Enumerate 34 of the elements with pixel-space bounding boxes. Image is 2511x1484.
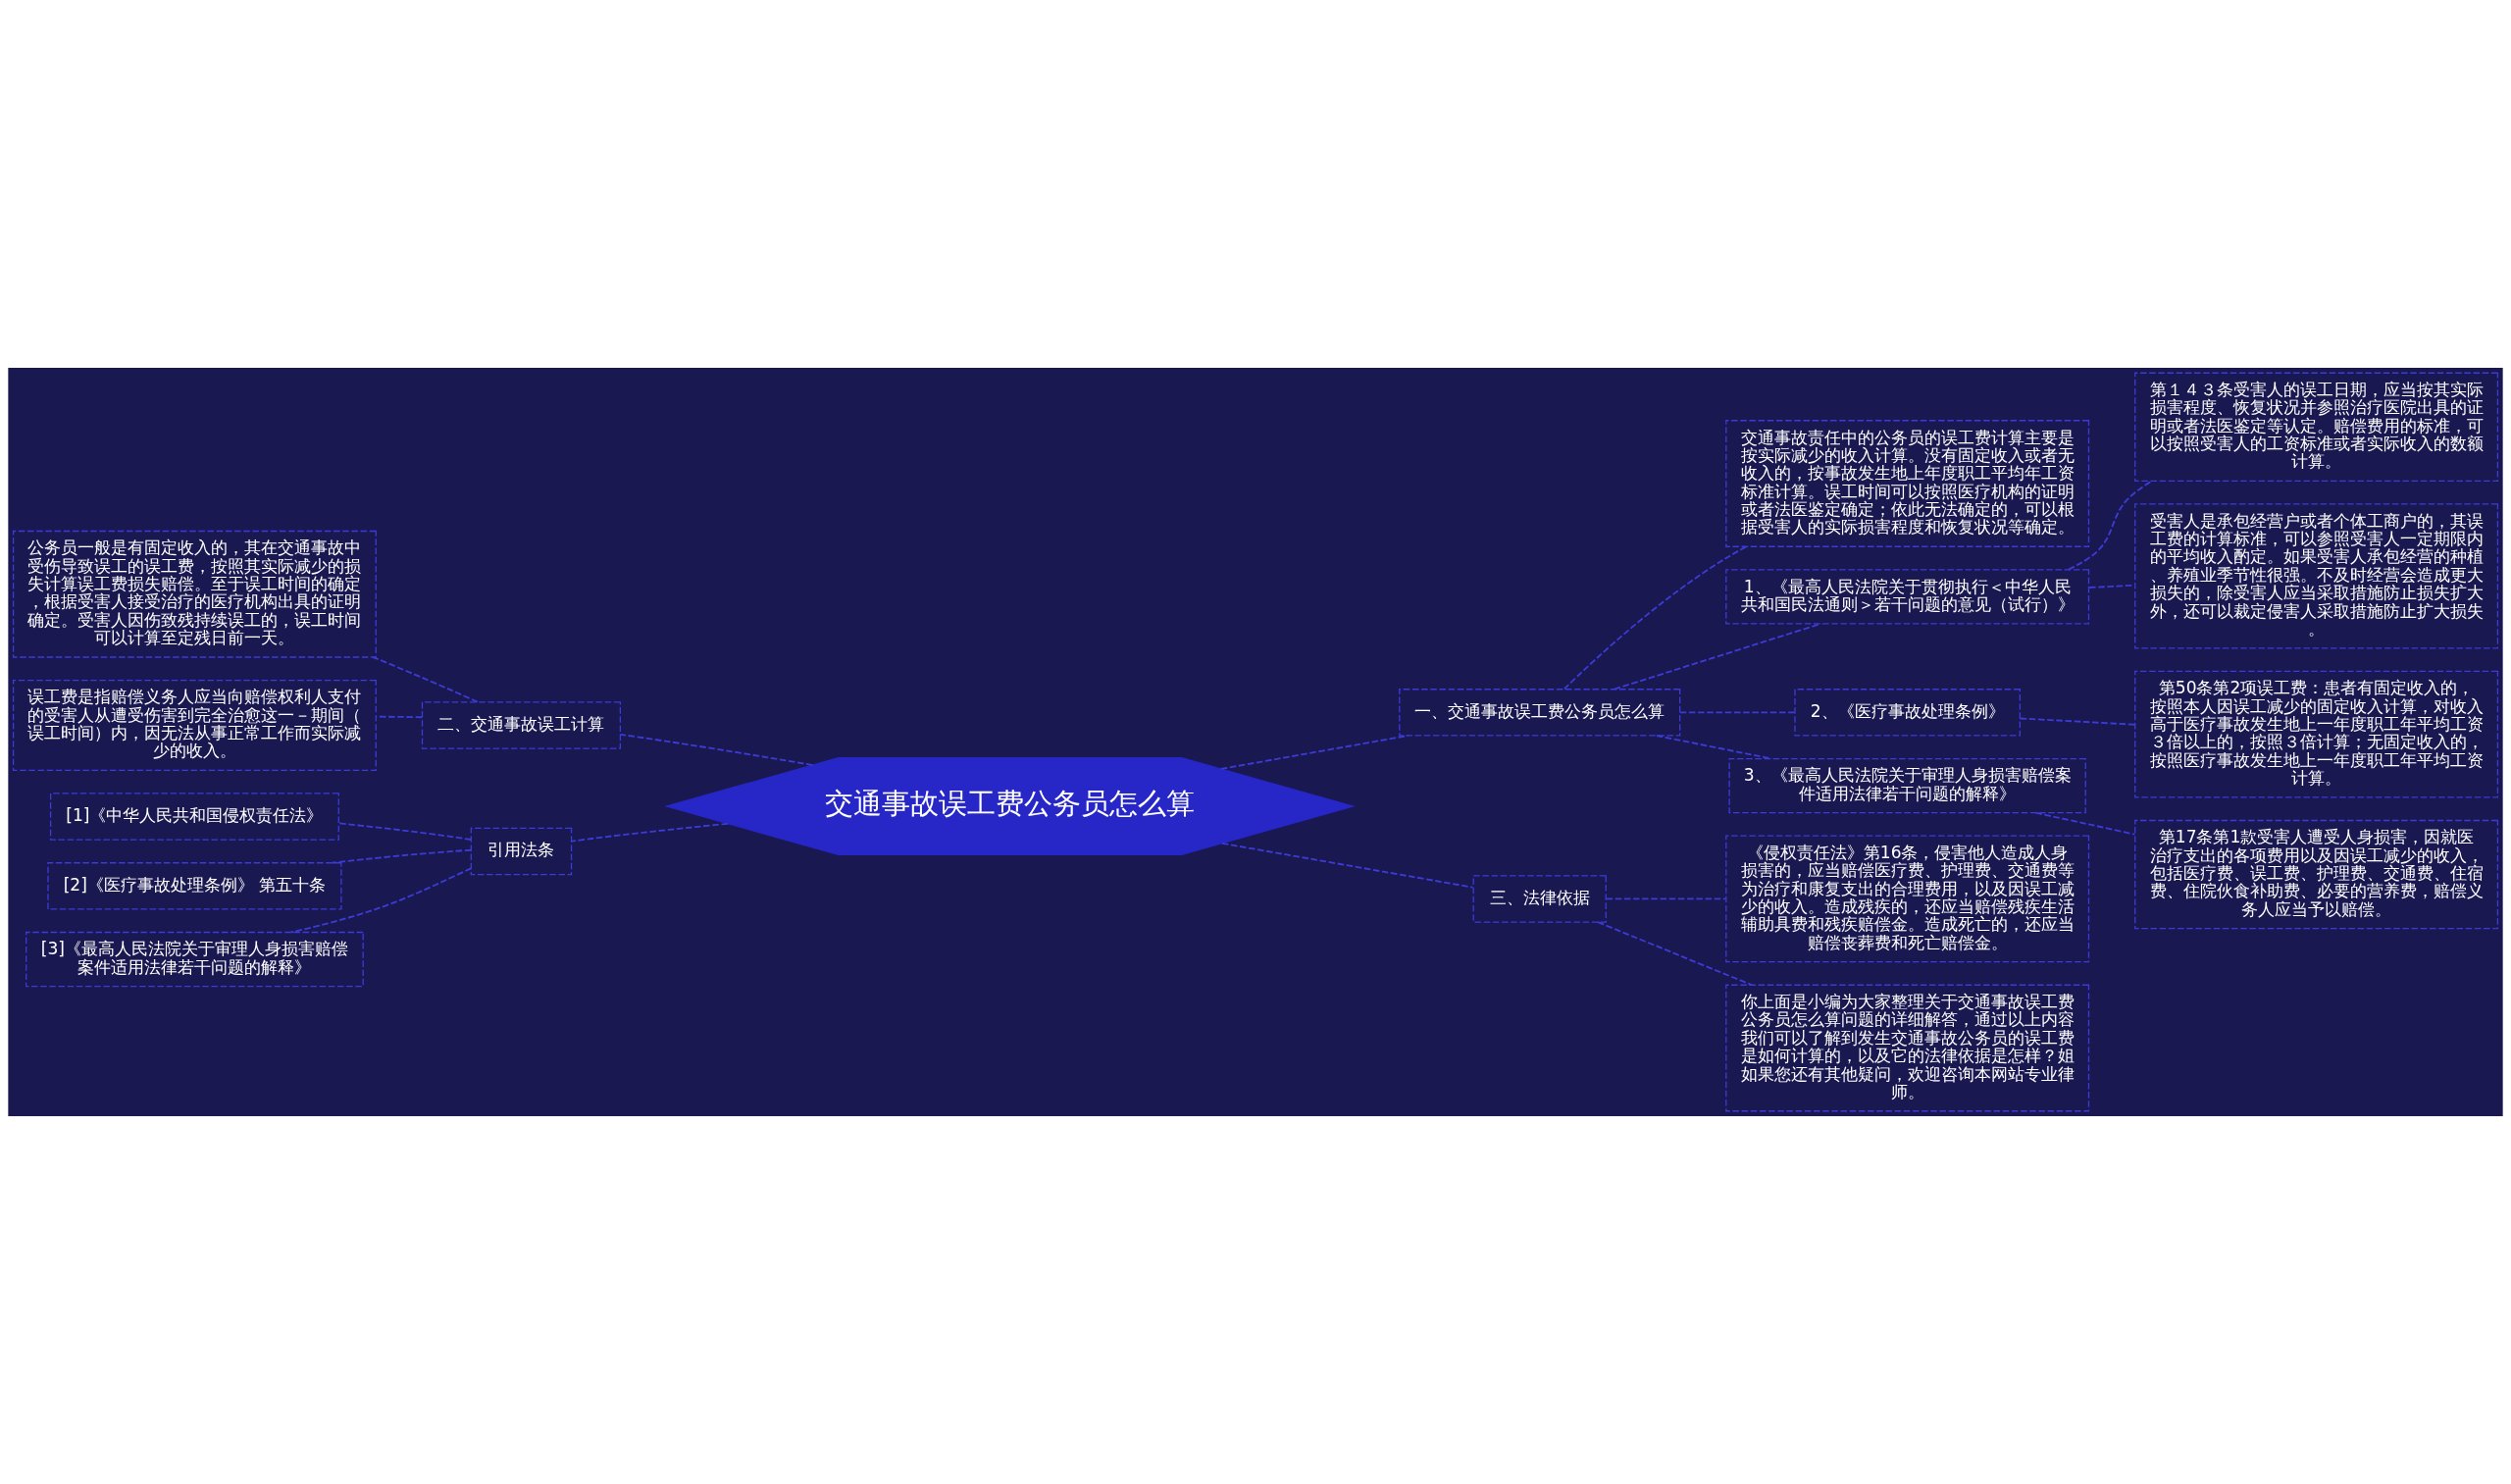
node-box: 《侵权责任法》第16条，侵害他人造成人身损害的，应当赔偿医疗费、护理费、交通费等为治疗和康复支出的合理费用，以及因误工减少的收入。造成残疾的，还应当赔偿残疾生活辅助具费和残疾赔偿金。造成死亡的，还应当赔偿丧葬费和死亡赔偿金。	[1725, 835, 2090, 963]
node-box: 交通事故责任中的公务员的误工费计算主要是按实际减少的收入计算。没有固定收入或者无收入的，按事故发生地上年度职工平均年工资标准计算。误工时间可以按照医疗机构的证明或者法医鉴定确定；依此无法确定的，可以根据受害人的实际损害程度和恢复状况等确定。	[1725, 420, 2090, 547]
connector	[1678, 711, 1796, 714]
node-box: [3]《最高人民法院关于审理人身损害赔偿案件适用法律若干问题的解释》	[26, 931, 364, 988]
node-box: 第１４３条受害人的误工日期，应当按其实际损害程度、恢复状况并参照治疗医院出具的证明或者法医鉴定等认定。赔偿费用的标准，可以按照受害人的工资标准或者实际收入的数额计算。	[2134, 372, 2499, 483]
connector	[375, 715, 423, 719]
connector	[2068, 480, 2153, 571]
connector	[1563, 545, 1748, 691]
connector	[571, 822, 729, 843]
connector	[372, 656, 479, 703]
connector	[1221, 842, 1474, 889]
node-box: 引用法条	[470, 827, 573, 876]
node-box: 一、交通事故误工费公务员怎么算	[1399, 689, 1681, 737]
node-box: 你上面是小编为大家整理关于交通事故误工费公务员怎么算问题的详细解答，通过以上内容我们可以了解到发生交通事故公务员的误工费是如何计算的，以及它的法律依据是怎样？姐如果您还有其他疑问，欢迎咨询本网站专业律师。	[1725, 984, 2090, 1112]
node-box: 二、交通事故误工计算	[421, 701, 622, 749]
connector	[1219, 735, 1409, 770]
connector	[2019, 717, 2136, 726]
connector	[331, 848, 473, 864]
node-box: [2]《医疗事故处理条例》 第五十条	[47, 862, 342, 910]
node-box: [1]《中华人民共和国侵权责任法》	[49, 793, 339, 841]
node-box: 1、《最高人民法院关于贯彻执行＜中华人民共和国民法通则＞若干问题的意见（试行）》	[1725, 569, 2090, 625]
connector	[1605, 897, 1727, 900]
node-box: 受害人是承包经营户或者个体工商户的，其误工费的计算标准，可以参照受害人一定期限内的平均收入酌定。如果受害人承包经营的种植、养殖业季节性很强。不及时经营会造成更大损失的，除受害人应当采取措施防止损失扩大外，还可以裁定侵害人采取措施防止扩大损失。	[2134, 503, 2499, 649]
connector	[337, 822, 473, 841]
node-box: 三、法律依据	[1472, 875, 1607, 923]
node-box: 2、《医疗事故处理条例》	[1794, 689, 2022, 737]
node-box: 公务员一般是有固定收入的，其在交通事故中受伤导致误工的误工费，按照其实际减少的损失计算误工费损失赔偿。至于误工时间的确定，根据受害人接受治疗的医疗机构出具的证明确定。受害人因伤致残持续误工的，误工时间可以计算至定残日前一天。	[12, 530, 377, 658]
node-box: 3、《最高人民法院关于审理人身损害赔偿案件适用法律若干问题的解释》	[1728, 757, 2086, 814]
node-box: 第50条第2项误工费：患者有固定收入的，按照本人因误工减少的固定收入计算，对收入高于医疗事故发生地上一年度职工年平均工资３倍以上的，按照３倍计算；无固定收入的，按照医疗事故发生地上一年度职工年平均工资计算。	[2134, 670, 2499, 798]
connector	[289, 867, 472, 934]
connector	[1597, 921, 1753, 987]
node-box: 第17条第1款受害人遭受人身损害，因就医治疗支出的各项费用以及因误工减少的收入，包括医疗费、误工费、护理费、交通费、住宿费、住院伙食补助费、必要的营养费，赔偿义务人应当予以赔偿。	[2134, 819, 2499, 930]
connector	[619, 733, 814, 766]
node-box: 误工费是指赔偿义务人应当向赔偿权利人支付的受害人从遭受伤害到完全治愈这一－期间（误工时间）内，因无法从事正常工作而实际减少的收入。	[12, 679, 377, 771]
